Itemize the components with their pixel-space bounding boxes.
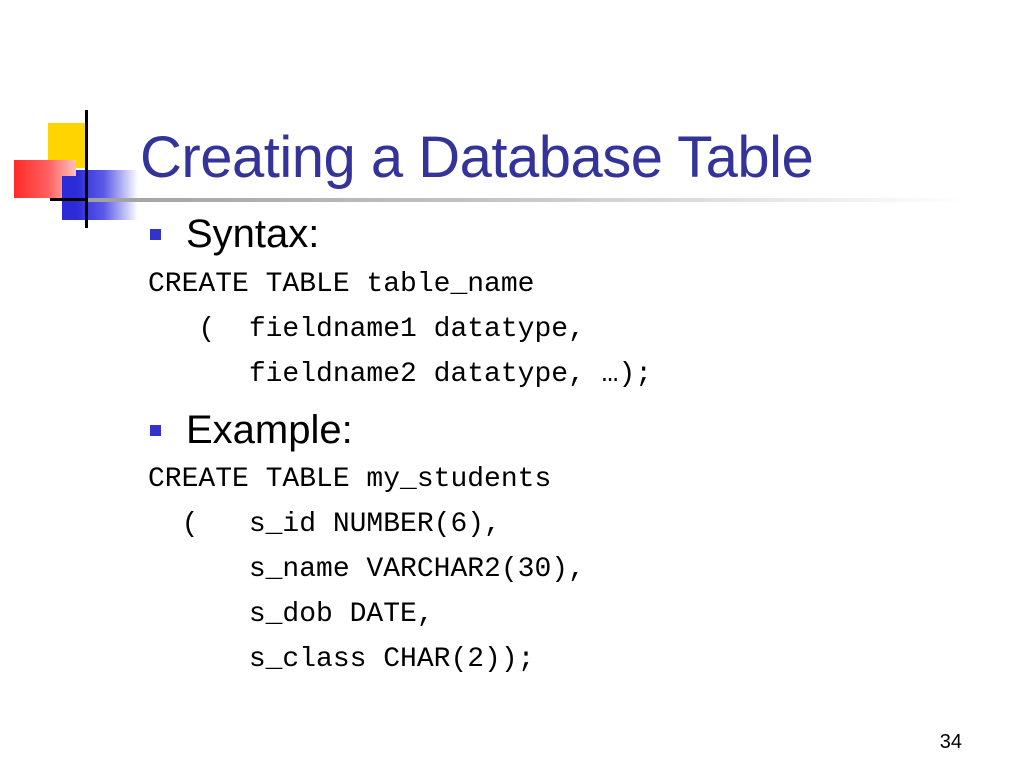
- slide-title: Creating a Database Table: [140, 125, 814, 190]
- page-number: 34: [939, 731, 962, 753]
- title-underline: [88, 198, 968, 202]
- square-bullet-icon: [150, 229, 161, 240]
- bullet-heading: Example:: [186, 408, 353, 452]
- code-line: s_dob DATE,: [148, 599, 434, 630]
- code-line: CREATE TABLE my_students: [148, 464, 552, 495]
- bullet-example: Example:: [150, 408, 353, 453]
- square-bullet-icon: [150, 425, 161, 436]
- code-line: s_name VARCHAR2(30),: [148, 554, 585, 585]
- code-line: ( s_id NUMBER(6),: [148, 509, 501, 540]
- code-line: ( fieldname1 datatype,: [148, 314, 585, 345]
- logo-vertical-line: [85, 110, 88, 228]
- bullet-syntax: Syntax:: [150, 212, 319, 257]
- bullet-heading: Syntax:: [186, 212, 320, 256]
- slide-logo-decoration: [0, 0, 150, 240]
- logo-horizontal-line: [50, 198, 90, 201]
- code-line: CREATE TABLE table_name: [148, 269, 535, 300]
- code-line: s_class CHAR(2));: [148, 644, 535, 675]
- code-line: fieldname2 datatype, …);: [148, 359, 653, 390]
